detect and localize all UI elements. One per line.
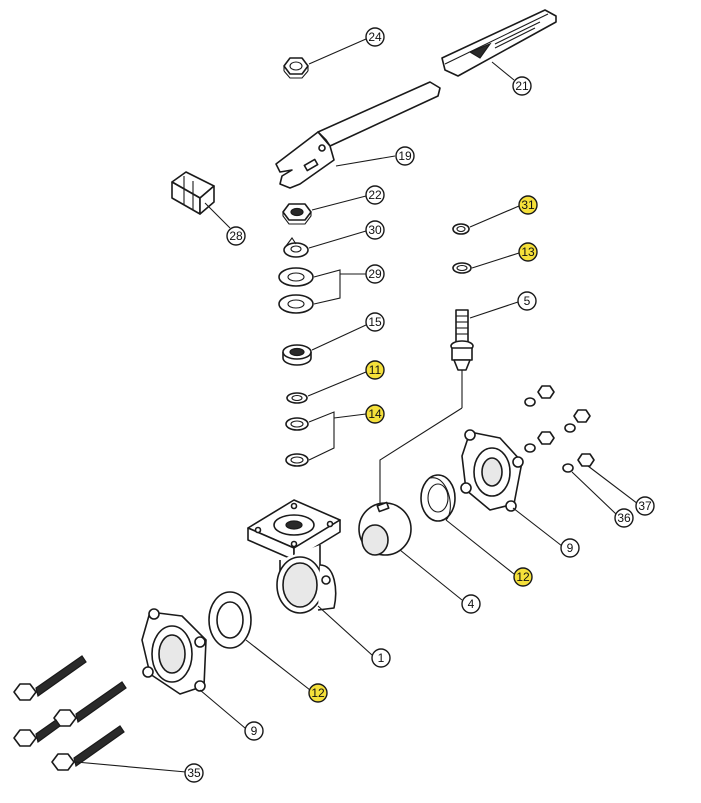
callout-9-left: 9: [244, 721, 264, 741]
svg-text:36: 36: [617, 511, 631, 525]
callout-14: 14: [365, 404, 385, 424]
part-9-end-connector-left: [141, 608, 207, 695]
svg-text:35: 35: [187, 766, 201, 780]
part-37-nuts: [537, 385, 595, 467]
part-11-washer: [286, 392, 308, 404]
callout-31: 31: [518, 195, 538, 215]
svg-text:22: 22: [368, 188, 382, 202]
svg-text:30: 30: [368, 223, 382, 237]
part-12-seat-left: [208, 591, 252, 649]
svg-text:9: 9: [567, 541, 574, 555]
callout-22: 22: [365, 185, 385, 205]
part-35-bolts: [13, 655, 127, 771]
part-4-ball: [358, 501, 412, 556]
svg-text:11: 11: [369, 363, 382, 377]
part-13-o-ring: [452, 262, 472, 274]
stem-to-ball-leader: [379, 407, 463, 504]
callout-36: 36: [614, 508, 634, 528]
svg-text:12: 12: [311, 686, 325, 700]
part-29-springs: [278, 267, 314, 314]
callout-30: 30: [365, 220, 385, 240]
part-22-nut: [282, 203, 312, 225]
svg-text:24: 24: [368, 30, 382, 44]
callout-4: 4: [461, 594, 481, 614]
callout-28: 28: [226, 226, 246, 246]
svg-text:9: 9: [251, 724, 258, 738]
callout-24: 24: [365, 27, 385, 47]
part-1-valve-body: [247, 499, 341, 614]
svg-text:29: 29: [368, 267, 382, 281]
callout-21: 21: [512, 76, 532, 96]
callout-11: 11: [365, 360, 385, 380]
leader-lines: [75, 38, 639, 773]
svg-text:31: 31: [521, 198, 535, 212]
part-36-washers: [524, 397, 576, 473]
callout-29: 29: [365, 264, 385, 284]
svg-text:1: 1: [378, 651, 385, 665]
callout-13: 13: [518, 242, 538, 262]
part-21-handle-cover: [441, 9, 557, 77]
part-9-end-connector-right: [460, 429, 524, 512]
callout-9-right: 9: [560, 538, 580, 558]
svg-text:12: 12: [516, 570, 530, 584]
svg-text:13: 13: [521, 245, 535, 259]
part-30-lock-washer: [283, 237, 309, 258]
part-12-seat-right: [420, 474, 456, 522]
part-28-stop: [171, 171, 215, 215]
callout-15: 15: [365, 312, 385, 332]
part-5-stem: [450, 309, 474, 408]
svg-text:14: 14: [368, 407, 382, 421]
svg-text:5: 5: [524, 294, 531, 308]
svg-text:37: 37: [638, 499, 652, 513]
svg-text:19: 19: [398, 149, 412, 163]
svg-text:15: 15: [368, 315, 382, 329]
callout-35: 35: [184, 763, 204, 783]
svg-text:21: 21: [515, 79, 529, 93]
callout-37: 37: [635, 496, 655, 516]
part-15-gland: [282, 344, 312, 366]
part-24-nut: [283, 57, 309, 79]
part-14-seals: [285, 417, 309, 467]
callout-5: 5: [517, 291, 537, 311]
part-31-washer: [452, 223, 470, 235]
callout-1: 1: [371, 648, 391, 668]
callout-12-right: 12: [513, 567, 533, 587]
part-19-handle: [275, 81, 441, 189]
callout-12-left: 12: [308, 683, 328, 703]
svg-text:28: 28: [229, 229, 243, 243]
callout-19: 19: [395, 146, 415, 166]
svg-text:4: 4: [468, 597, 475, 611]
